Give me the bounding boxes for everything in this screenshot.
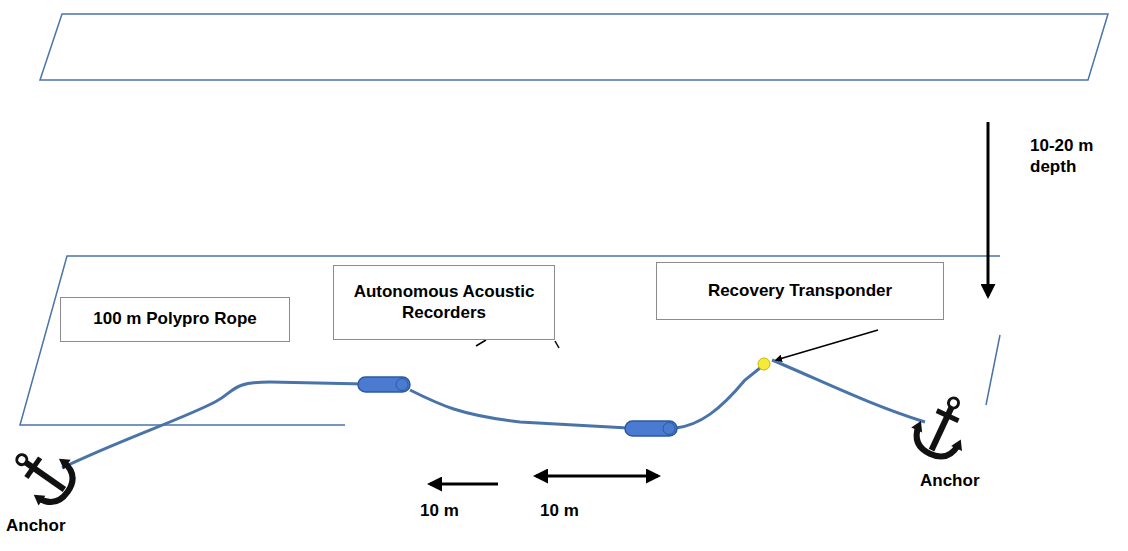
anchor-label: Anchor <box>920 470 980 491</box>
callout-box: 100 m Polypro Rope <box>60 297 290 342</box>
recovery-transponder <box>758 358 770 370</box>
leader-line <box>476 340 486 346</box>
seafloor-plane <box>20 256 1000 425</box>
polypro-rope <box>62 360 925 468</box>
anchor-label: Anchor <box>6 515 66 536</box>
acoustic-recorder <box>625 421 677 436</box>
callout-text: Autonomous Acoustic Recorders <box>344 282 544 323</box>
leader-line <box>555 341 559 348</box>
depth-label: 10-20 m depth <box>1030 135 1110 178</box>
callout-box: Autonomous Acoustic Recorders <box>333 265 555 340</box>
callout-text: Recovery Transponder <box>708 281 892 301</box>
dimension-arrow <box>536 475 658 478</box>
dimension-label: 10 m <box>420 500 459 521</box>
anchor-symbol <box>2 434 84 515</box>
depth-arrow <box>987 122 990 296</box>
anchor-symbol <box>904 387 981 466</box>
callout-box: Recovery Transponder <box>656 262 944 320</box>
acoustic-recorder <box>358 377 410 392</box>
dimension-arrow <box>430 483 498 486</box>
seafloor-edge <box>986 335 1000 405</box>
leader-line <box>776 330 878 360</box>
dimension-label: 10 m <box>540 500 579 521</box>
callout-text: 100 m Polypro Rope <box>93 309 256 329</box>
sea-surface <box>40 14 1108 80</box>
